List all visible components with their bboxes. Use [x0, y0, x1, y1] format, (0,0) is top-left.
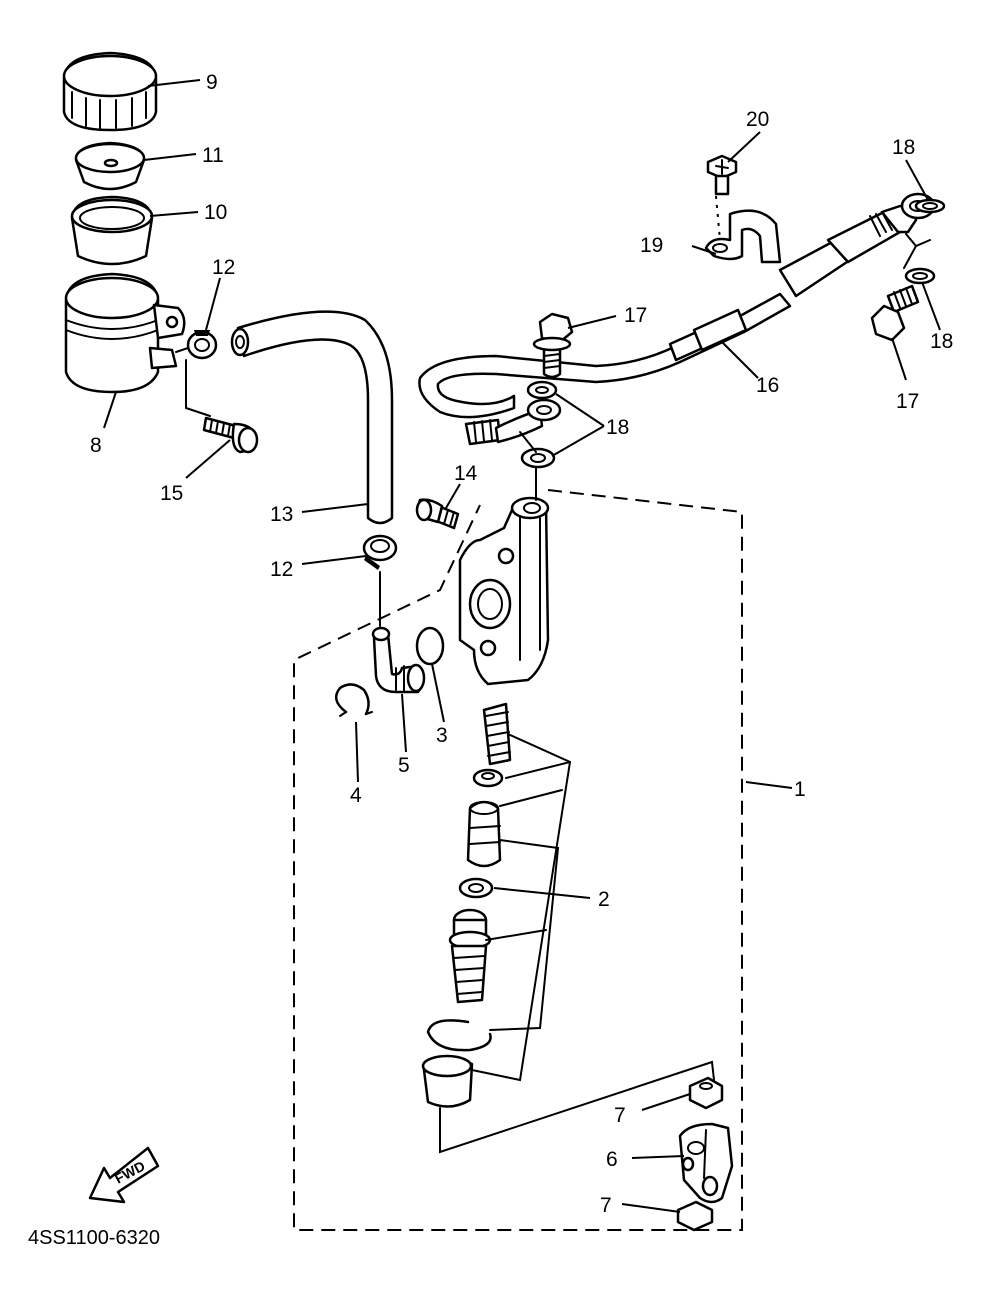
copper-washer-lower — [520, 447, 556, 469]
reservoir-bolt — [202, 416, 259, 454]
forward-arrow-icon: FWD — [88, 1146, 160, 1204]
hose-guide — [704, 209, 782, 264]
callout-12-lower: 12 — [270, 558, 293, 581]
callout-4: 4 — [350, 784, 362, 807]
reservoir-hose — [230, 310, 394, 525]
o-ring — [415, 626, 445, 666]
callout-15: 15 — [160, 482, 183, 505]
callout-12-top: 12 — [212, 256, 235, 279]
callout-14: 14 — [454, 462, 478, 485]
reservoir — [64, 272, 186, 394]
callout-13: 13 — [270, 503, 293, 526]
callout-1: 1 — [794, 778, 806, 801]
callouts: 9 11 10 12 8 15 13 12 14 3 4 5 1 2 7 6 7… — [90, 71, 953, 1217]
circlip — [334, 683, 373, 717]
piston-kit — [421, 702, 512, 1108]
callout-18-left: 18 — [606, 416, 629, 439]
nut-upper — [688, 1076, 724, 1110]
callout-9: 9 — [206, 71, 218, 94]
callout-6: 6 — [606, 1148, 618, 1171]
callout-5: 5 — [398, 754, 410, 777]
banjo-bolt-right — [870, 284, 920, 342]
reservoir-diaphragm — [74, 141, 146, 191]
diagram-code: 4SS1100-6320 — [28, 1227, 160, 1249]
hose-clamp-top — [175, 330, 218, 360]
hose-joint — [371, 626, 426, 694]
callout-2: 2 — [598, 888, 610, 911]
callout-7-upper: 7 — [614, 1104, 626, 1127]
callout-20: 20 — [746, 108, 769, 131]
callout-18-right: 18 — [930, 330, 953, 353]
hose-clamp-lower — [362, 534, 398, 570]
assembly-boundary — [293, 489, 743, 1231]
clevis — [678, 1122, 734, 1204]
master-cylinder-body — [458, 496, 550, 686]
guide-screw — [706, 154, 738, 196]
leader-lines — [103, 79, 941, 1213]
callout-10: 10 — [204, 201, 227, 224]
callout-18-top-right: 18 — [892, 136, 915, 159]
body-bolt — [415, 498, 460, 530]
reservoir-cap — [62, 51, 158, 132]
copper-washer-right-top — [914, 198, 946, 214]
banjo-bolt-upper — [532, 312, 574, 379]
callout-3: 3 — [436, 724, 448, 747]
callout-7-lower: 7 — [600, 1194, 612, 1217]
brake-hose — [418, 192, 936, 446]
callout-16: 16 — [756, 374, 779, 397]
assembly-lines — [185, 195, 931, 1154]
callout-17-upper: 17 — [624, 304, 647, 327]
copper-washer-right-bottom — [904, 267, 936, 285]
callout-11: 11 — [202, 144, 224, 167]
callout-17-right: 17 — [896, 390, 919, 413]
copper-washer-upper — [526, 380, 558, 400]
callout-8: 8 — [90, 434, 102, 457]
nut-lower — [676, 1200, 714, 1232]
diaphragm-holder — [70, 195, 154, 266]
callout-19: 19 — [640, 234, 663, 257]
